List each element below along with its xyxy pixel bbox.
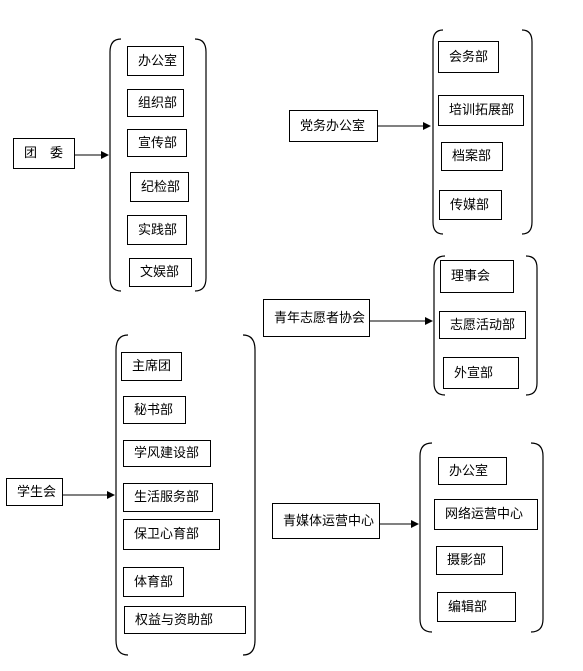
child-tuanwei-bangongshi: 办公室 — [127, 46, 184, 76]
child-tuanwei-shijianbu: 实践部 — [127, 215, 187, 245]
bracket-tuanwei-left — [109, 38, 122, 292]
child-xsh-zhuxituan: 主席团 — [121, 352, 182, 381]
child-dangwu-chuanmeibu: 传媒部 — [439, 190, 502, 220]
child-tuanwei-zuzhibu: 组织部 — [127, 89, 184, 117]
child-tuanwei-xuanchuanbu: 宣传部 — [127, 129, 187, 157]
root-tuanwei: 团 委 — [13, 138, 75, 169]
bracket-dangwu-right — [521, 29, 533, 235]
root-dangwu: 党务办公室 — [289, 110, 378, 142]
child-zyz-zhiyuanhuodongbu: 志愿活动部 — [439, 311, 526, 339]
bracket-zhiyuanzhe-right — [525, 255, 538, 396]
child-tuanwei-jijianbu: 纪检部 — [130, 172, 189, 202]
child-xsh-tiyubu: 体育部 — [123, 567, 184, 597]
child-qmt-sheyingbu: 摄影部 — [436, 546, 503, 575]
child-tuanwei-wenyubu: 文娱部 — [129, 258, 192, 287]
child-xsh-shenghuofuwubu: 生活服务部 — [123, 483, 213, 512]
bracket-tuanwei-right — [194, 38, 207, 292]
child-xsh-quanyiyuzizhubu: 权益与资助部 — [124, 606, 246, 634]
root-qingmeiti: 青媒体运营中心 — [272, 503, 380, 539]
bracket-qingmeiti-left — [419, 442, 433, 633]
child-zyz-waixuanbu: 外宣部 — [443, 357, 519, 389]
root-zhiyuanzhe: 青年志愿者协会 — [263, 299, 370, 337]
child-zyz-lishihui: 理事会 — [440, 260, 514, 293]
child-qmt-bangongshi: 办公室 — [438, 457, 507, 485]
child-xsh-mishubu: 秘书部 — [123, 396, 186, 424]
child-xsh-baoweixinyubu: 保卫心育部 — [123, 519, 220, 550]
child-dangwu-huiwubu: 会务部 — [438, 41, 499, 73]
child-qmt-bianjibu: 编辑部 — [437, 592, 516, 622]
child-dangwu-peixuntuozhanbu: 培训拓展部 — [438, 95, 524, 126]
child-xsh-xuefengjianshebu: 学风建设部 — [123, 440, 211, 467]
root-xueshenghui: 学生会 — [6, 478, 63, 506]
child-dangwu-danganbu: 档案部 — [441, 142, 503, 171]
bracket-zhiyuanzhe-left — [433, 255, 446, 396]
bracket-qingmeiti-right — [530, 442, 544, 633]
bracket-xueshenghui-left — [115, 334, 129, 656]
bracket-dangwu-left — [432, 29, 444, 235]
bracket-xueshenghui-right — [242, 334, 256, 656]
child-qmt-wangluoyunyingzhongxin: 网络运营中心 — [434, 499, 538, 530]
